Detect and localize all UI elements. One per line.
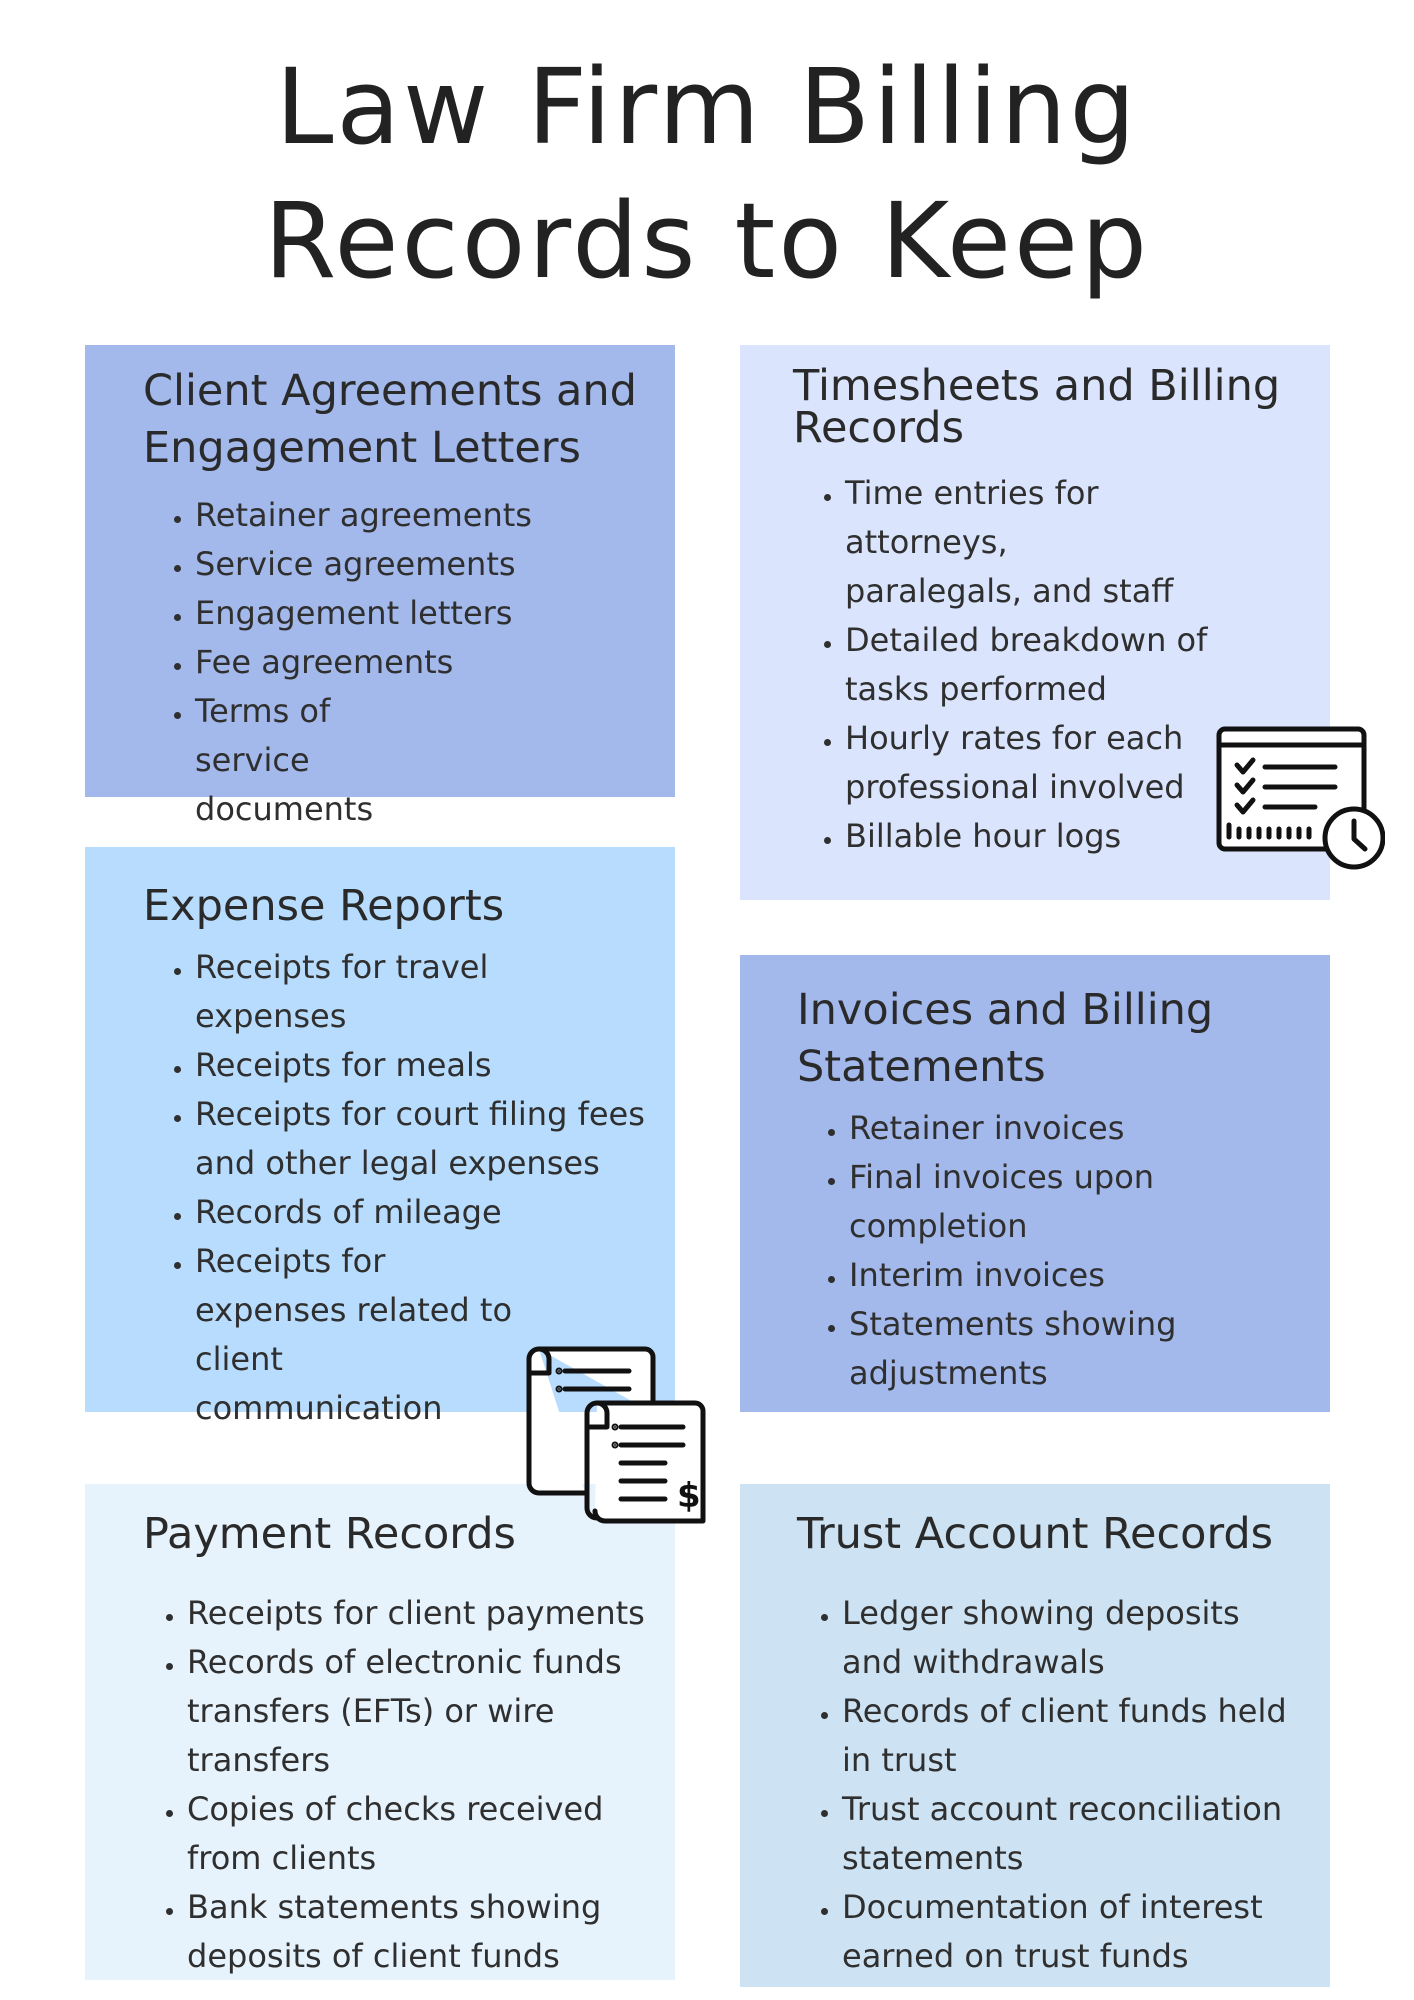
- list-item: Records of client funds held in trust: [842, 1687, 1292, 1785]
- list-item: Trust account reconciliation statements: [842, 1785, 1292, 1883]
- heading-line-1: Timesheets and Billing: [793, 361, 1281, 411]
- list-item: Ledger showing deposits and withdrawals: [842, 1589, 1262, 1687]
- section-heading: Payment Records: [143, 1509, 516, 1559]
- title-line-2: Records to Keep: [263, 180, 1151, 302]
- list-item: Records of electronic funds transfers (E…: [187, 1638, 637, 1785]
- page-title: Law Firm Billing Records to Keep: [0, 40, 1414, 308]
- item-list: Time entries for attorneys, paralegals, …: [793, 469, 1235, 861]
- list-item: Billable hour logs: [845, 812, 1235, 861]
- list-item: Statements showing adjustments: [849, 1300, 1189, 1398]
- list-item: Terms of service documents: [195, 687, 395, 834]
- list-item: Receipts for expenses related to client …: [195, 1237, 515, 1433]
- section-heading: Expense Reports: [143, 881, 505, 931]
- svg-text:$: $: [677, 1476, 701, 1516]
- heading-line-2: Engagement Letters: [143, 423, 581, 473]
- section-heading: Client Agreements and Engagement Letters: [143, 363, 655, 477]
- title-line-1: Law Firm Billing: [275, 46, 1139, 168]
- list-item: Detailed breakdown of tasks performed: [845, 616, 1235, 714]
- section-heading: Trust Account Records: [797, 1509, 1274, 1559]
- list-item: Time entries for attorneys, paralegals, …: [845, 469, 1175, 616]
- section-expense-reports: Expense Reports Receipts for travel expe…: [85, 847, 675, 1427]
- list-item: Retainer agreements: [195, 491, 655, 540]
- section-invoices: Invoices and Billing Statements Retainer…: [740, 955, 1330, 1412]
- item-list: Receipts for client payments Records of …: [143, 1589, 655, 1981]
- list-item: Fee agreements: [195, 638, 655, 687]
- list-item: Final invoices upon completion: [849, 1153, 1179, 1251]
- item-list: Retainer invoices Final invoices upon co…: [797, 1104, 1310, 1398]
- section-heading: Invoices and Billing Statements: [797, 982, 1310, 1096]
- heading-line-1: Invoices and Billing: [797, 985, 1214, 1035]
- list-item: Hourly rates for each professional invol…: [845, 714, 1185, 812]
- list-item: Bank statements showing deposits of clie…: [187, 1883, 607, 1981]
- list-item: Retainer invoices: [849, 1104, 1310, 1153]
- item-list: Receipts for travel expenses Receipts fo…: [143, 943, 655, 1433]
- heading-line-2: Statements: [797, 1042, 1046, 1092]
- list-item: Engagement letters: [195, 589, 655, 638]
- section-heading: Timesheets and Billing Records: [793, 365, 1310, 450]
- section-timesheets: Timesheets and Billing Records Time entr…: [740, 345, 1330, 900]
- list-item: Records of mileage: [195, 1188, 655, 1237]
- list-item: Service agreements: [195, 540, 655, 589]
- section-client-agreements: Client Agreements and Engagement Letters…: [85, 345, 675, 828]
- section-payment-records: Payment Records Receipts for client paym…: [85, 1484, 675, 1980]
- list-item: Receipts for travel expenses: [195, 943, 515, 1041]
- item-list: Retainer agreements Service agreements E…: [143, 491, 655, 834]
- item-list: Ledger showing deposits and withdrawals …: [797, 1589, 1310, 1981]
- section-trust-account-records: Trust Account Records Ledger showing dep…: [740, 1484, 1330, 1987]
- list-item: Copies of checks received from clients: [187, 1785, 607, 1883]
- list-item: Interim invoices: [849, 1251, 1310, 1300]
- heading-line-1: Client Agreements and: [143, 366, 637, 416]
- receipts-icon: $: [526, 1346, 706, 1524]
- timesheet-clock-icon: [1216, 726, 1385, 870]
- list-item: Documentation of interest earned on trus…: [842, 1883, 1272, 1981]
- list-item: Receipts for meals: [195, 1041, 655, 1090]
- list-item: Receipts for court filing fees and other…: [195, 1090, 665, 1188]
- list-item: Receipts for client payments: [187, 1589, 655, 1638]
- heading-line-2: Records: [793, 403, 964, 453]
